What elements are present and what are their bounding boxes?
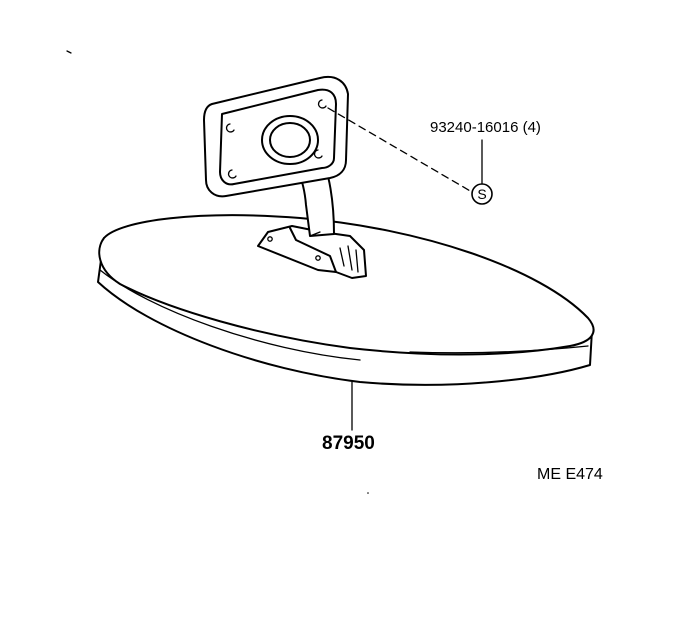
screw-leader	[327, 107, 483, 193]
base-plate	[203, 76, 349, 198]
mirror-part-number: 87950	[322, 433, 375, 454]
speck-marks	[66, 50, 369, 494]
screw-part-number: 93240-16016 (4)	[430, 119, 541, 136]
mirror-body	[97, 214, 595, 386]
screw-symbol: S	[471, 183, 493, 205]
screw-symbol-letter: S	[477, 186, 486, 202]
illustration-code: ME E474	[537, 466, 603, 483]
mirror-bracket	[257, 225, 367, 279]
